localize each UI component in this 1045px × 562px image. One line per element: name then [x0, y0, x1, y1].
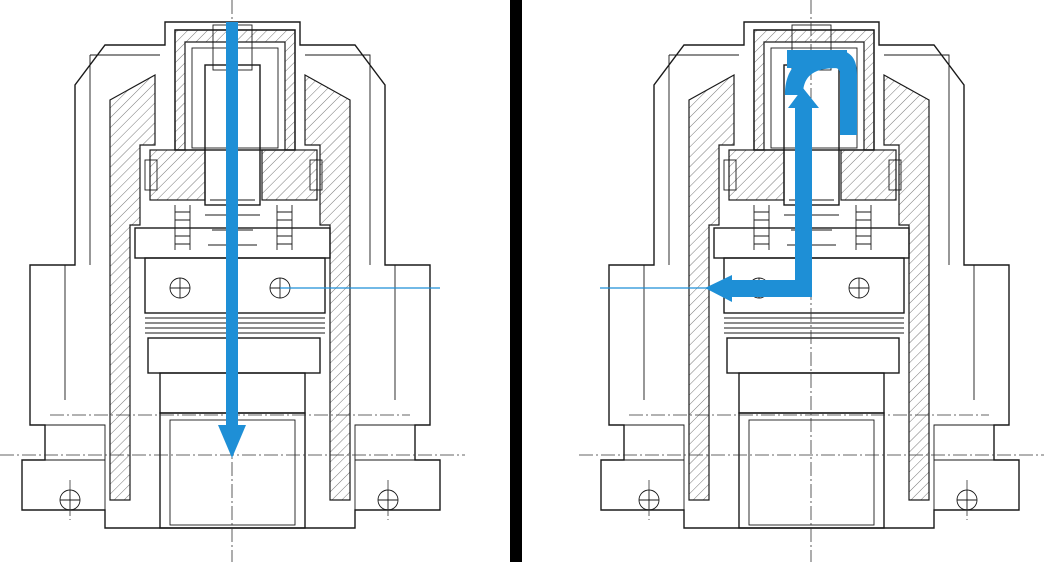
valve-cross-section-right — [578, 0, 1045, 562]
flow-arrow-down — [218, 22, 246, 458]
diagram-panel-left — [0, 0, 510, 562]
flow-arrow-return — [705, 50, 857, 302]
valve-cross-section-left — [0, 0, 466, 562]
diagram-panel-right — [522, 0, 1045, 562]
panel-divider — [510, 0, 522, 562]
